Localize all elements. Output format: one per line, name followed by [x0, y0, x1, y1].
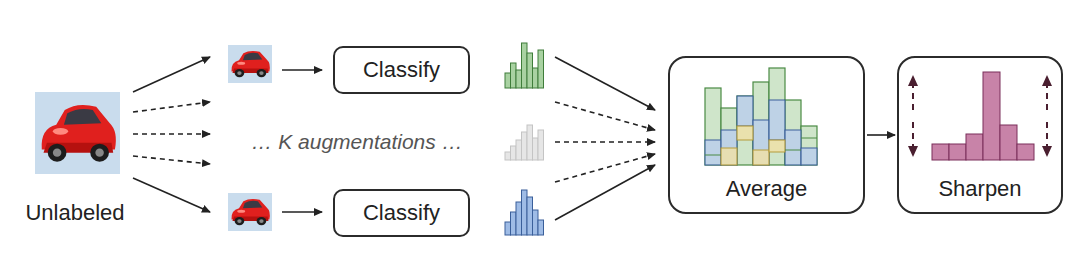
flow-arrow	[867, 134, 895, 136]
image-caption: Unlabeled	[25, 200, 124, 226]
box-label: Classify	[363, 57, 440, 83]
process-box: Classify	[333, 189, 470, 237]
box-label: Sharpen	[938, 176, 1021, 202]
process-box: Classify	[333, 46, 470, 94]
process-box: Sharpen	[897, 56, 1063, 214]
box-label: Classify	[363, 200, 440, 226]
process-box: Average	[668, 56, 865, 214]
annotation-text: … K augmentations …	[251, 130, 462, 154]
box-label: Average	[726, 176, 808, 202]
